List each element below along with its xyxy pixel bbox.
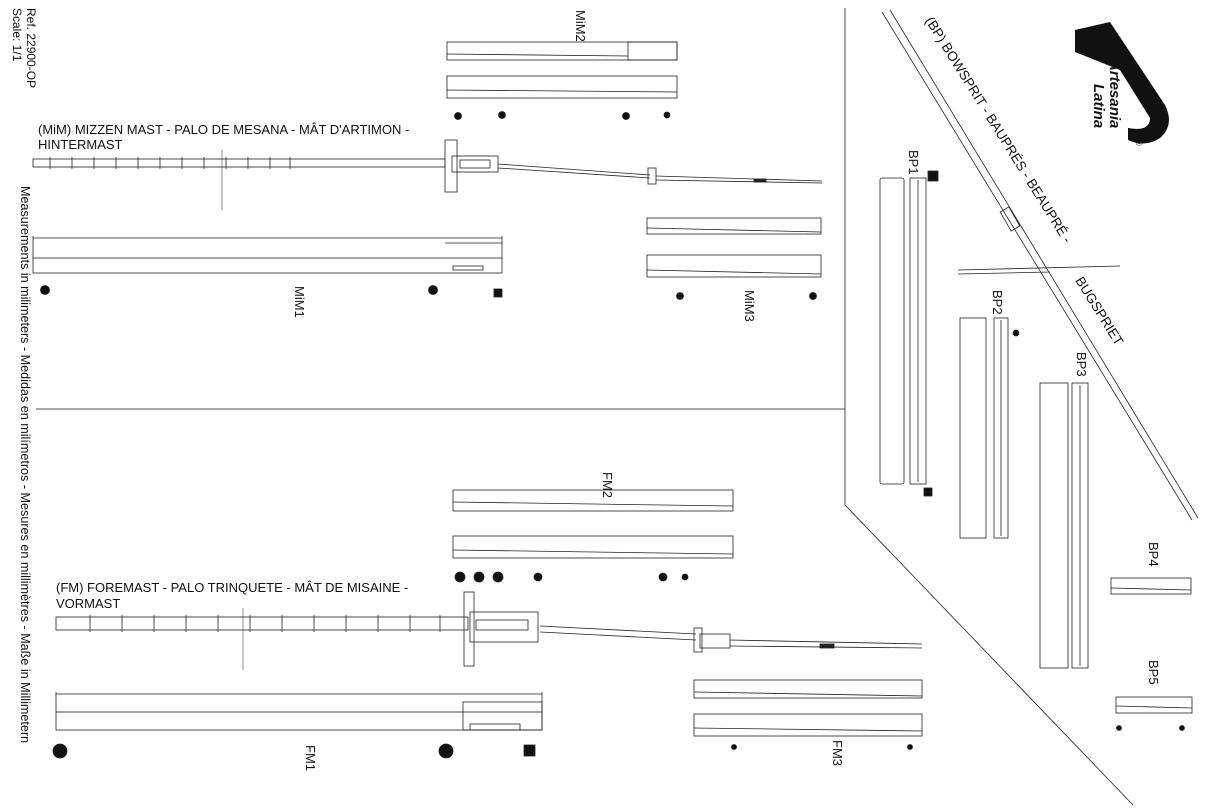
part-label-bp1: BP1 (906, 150, 921, 175)
foremast-fm2-drawing (452, 489, 734, 583)
foremast-title-line2: VORMAST (56, 596, 121, 611)
part-label-fm2: FM2 (600, 472, 615, 498)
foremast-fm3-drawing (693, 679, 923, 750)
foremast-fm1-drawing (52, 692, 543, 759)
part-label-bp5: BP5 (1146, 660, 1161, 685)
bowsprit-bp4-drawing (1110, 577, 1192, 595)
part-label-fm1: FM1 (303, 745, 318, 771)
part-label-fm3: FM3 (830, 740, 845, 766)
part-label-mim3: MiM3 (742, 290, 757, 322)
foremast-assembly (55, 591, 923, 670)
mizzen-mim1-drawing (32, 236, 503, 298)
part-label-mim2: MiM2 (573, 10, 588, 42)
divider-diagonal (844, 504, 1134, 806)
part-label-mim1: MiM1 (292, 286, 307, 318)
part-label-bp4: BP4 (1146, 542, 1161, 567)
bowsprit-bp3-drawing (1039, 382, 1089, 669)
bowsprit-bp5-drawing (1115, 696, 1193, 731)
foremast-title-line1: (FM) FOREMAST - PALO TRINQUETE - MÂT DE … (56, 580, 409, 595)
bowsprit-bp2-drawing (959, 317, 1020, 539)
part-label-bp2: BP2 (990, 290, 1005, 315)
bowsprit-bp1-drawing (879, 170, 939, 497)
mizzen-mim3-drawing (646, 217, 822, 300)
part-label-bp3: BP3 (1074, 352, 1089, 377)
mizzen-title-line2: HINTERMAST (38, 137, 123, 152)
mizzen-title-line1: (MiM) MIZZEN MAST - PALO DE MESANA - MÂT… (38, 122, 410, 137)
mizzen-mim2-drawing (446, 41, 678, 120)
mizzen-mast-assembly (32, 139, 823, 210)
bowsprit-assembly (881, 9, 1199, 521)
